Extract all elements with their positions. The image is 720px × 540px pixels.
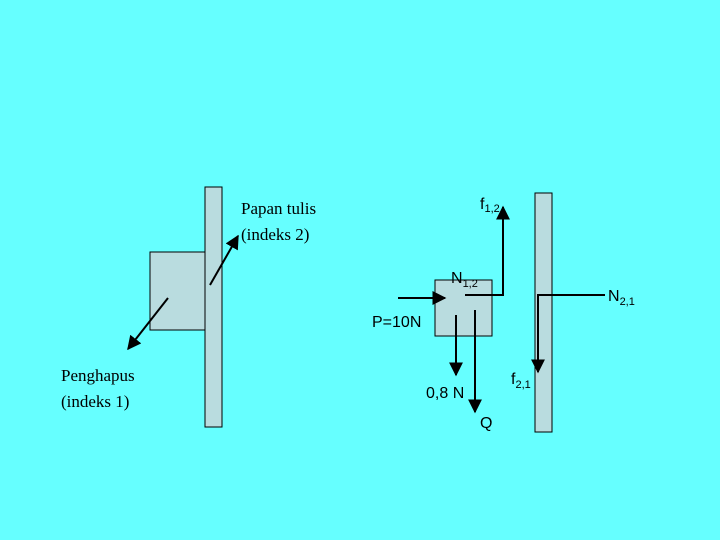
- f12-label-sub: 1,2: [484, 203, 499, 215]
- left-illustration: Papan tulis (indeks 2) Penghapus (indeks…: [61, 186, 320, 428]
- f21-label-sub: 2,1: [515, 379, 530, 391]
- whiteboard-left: [204, 186, 223, 428]
- push-force-label: P=10N: [372, 314, 421, 331]
- n21-label-main: N: [608, 288, 620, 305]
- f12-label-main: f: [480, 196, 485, 213]
- f21-label-main: f: [511, 371, 516, 388]
- f12-force-arrow: [465, 205, 510, 296]
- eraser-label-line2: (indeks 1): [61, 392, 129, 411]
- eraser-block-left: [149, 251, 208, 331]
- eraser-pointer-arrow: [127, 297, 169, 351]
- whiteboard-label-line2: (indeks 2): [241, 225, 309, 244]
- f12-label: f1,2: [480, 196, 500, 215]
- eraser-label-line1: Penghapus: [61, 366, 135, 385]
- n12-label: N1,2: [451, 270, 478, 290]
- whiteboard-label-line1: Papan tulis: [241, 199, 316, 218]
- whiteboard-label: Papan tulis (indeks 2): [241, 199, 320, 244]
- eraser-block-right: [434, 279, 493, 337]
- friction-force-label: 0,8 N: [426, 385, 464, 402]
- whiteboard-pointer-arrow: [209, 234, 239, 286]
- n21-label: N2,1: [608, 288, 635, 308]
- weight-label: Q: [480, 415, 492, 432]
- n12-label-sub: 1,2: [463, 278, 478, 290]
- f21-label: f2,1: [511, 371, 531, 391]
- n12-label-main: N: [451, 270, 463, 287]
- right-free-body-diagram: f1,2 N1,2 N2,1 P=10N 0,8 N Q f2,1: [372, 192, 635, 433]
- n21-label-sub: 2,1: [620, 296, 635, 308]
- eraser-label: Penghapus (indeks 1): [61, 366, 139, 411]
- n21-force-arrow: [531, 294, 605, 374]
